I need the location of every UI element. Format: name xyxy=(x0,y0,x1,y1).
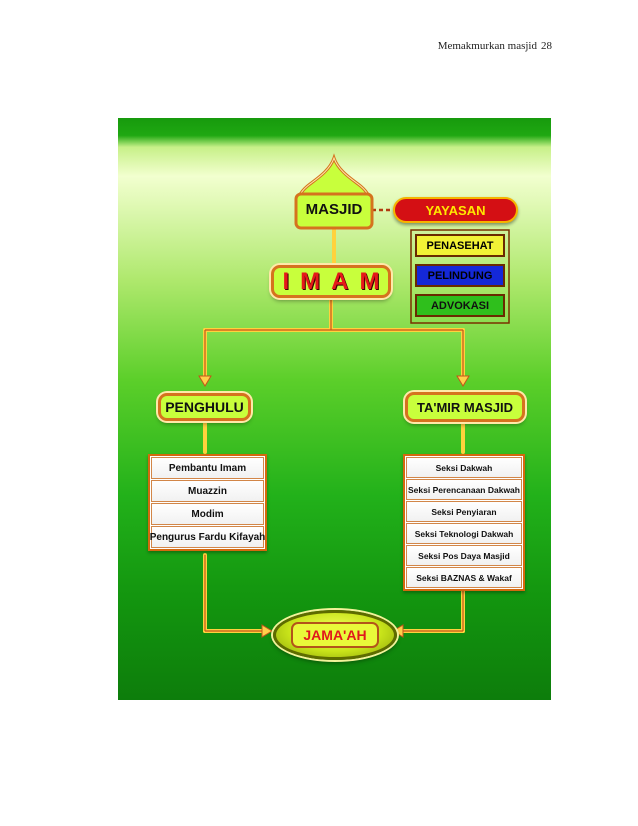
list-item: Pembantu Imam xyxy=(151,457,264,479)
masjid-node: MASJID xyxy=(305,200,363,218)
header-title: Memakmurkan masjid xyxy=(437,40,537,52)
page-header: Memakmurkan masjid 28 xyxy=(434,40,552,52)
list-item: Pengurus Fardu Kifayah xyxy=(150,526,265,548)
tamir-list: Seksi Dakwah Seksi Perencanaan Dakwah Se… xyxy=(403,454,525,591)
penghulu-node: PENGHULU xyxy=(158,393,251,421)
penasehat-node: PENASEHAT xyxy=(415,234,505,257)
list-item: Modim xyxy=(151,503,264,525)
jamaah-label: JAMA'AH xyxy=(291,622,379,648)
list-item: Seksi Pos Daya Masjid xyxy=(406,545,522,566)
list-item: Muazzin xyxy=(151,480,264,502)
connector-lines xyxy=(198,153,510,638)
advokasi-node: ADVOKASI xyxy=(415,294,505,317)
list-item: Seksi Teknologi Dakwah xyxy=(406,523,522,544)
pelindung-node: PELINDUNG xyxy=(415,264,505,287)
list-item: Seksi BAZNAS & Wakaf xyxy=(406,567,522,588)
list-item: Seksi Dakwah xyxy=(406,457,522,478)
penghulu-list: Pembantu Imam Muazzin Modim Pengurus Far… xyxy=(148,454,267,551)
tamir-masjid-node: TA'MIR MASJID xyxy=(405,392,525,422)
yayasan-node: YAYASAN xyxy=(393,197,518,223)
organization-chart: MASJID YAYASAN PENASEHAT PELINDUNG ADVOK… xyxy=(118,118,551,700)
jamaah-node: JAMA'AH xyxy=(273,610,397,660)
list-item: Seksi Penyiaran xyxy=(406,501,522,522)
list-item: Seksi Perencanaan Dakwah xyxy=(406,479,522,500)
imam-node: IMAM xyxy=(271,265,391,298)
imam-label: IMAM xyxy=(282,267,391,295)
page-number: 28 xyxy=(541,40,552,52)
